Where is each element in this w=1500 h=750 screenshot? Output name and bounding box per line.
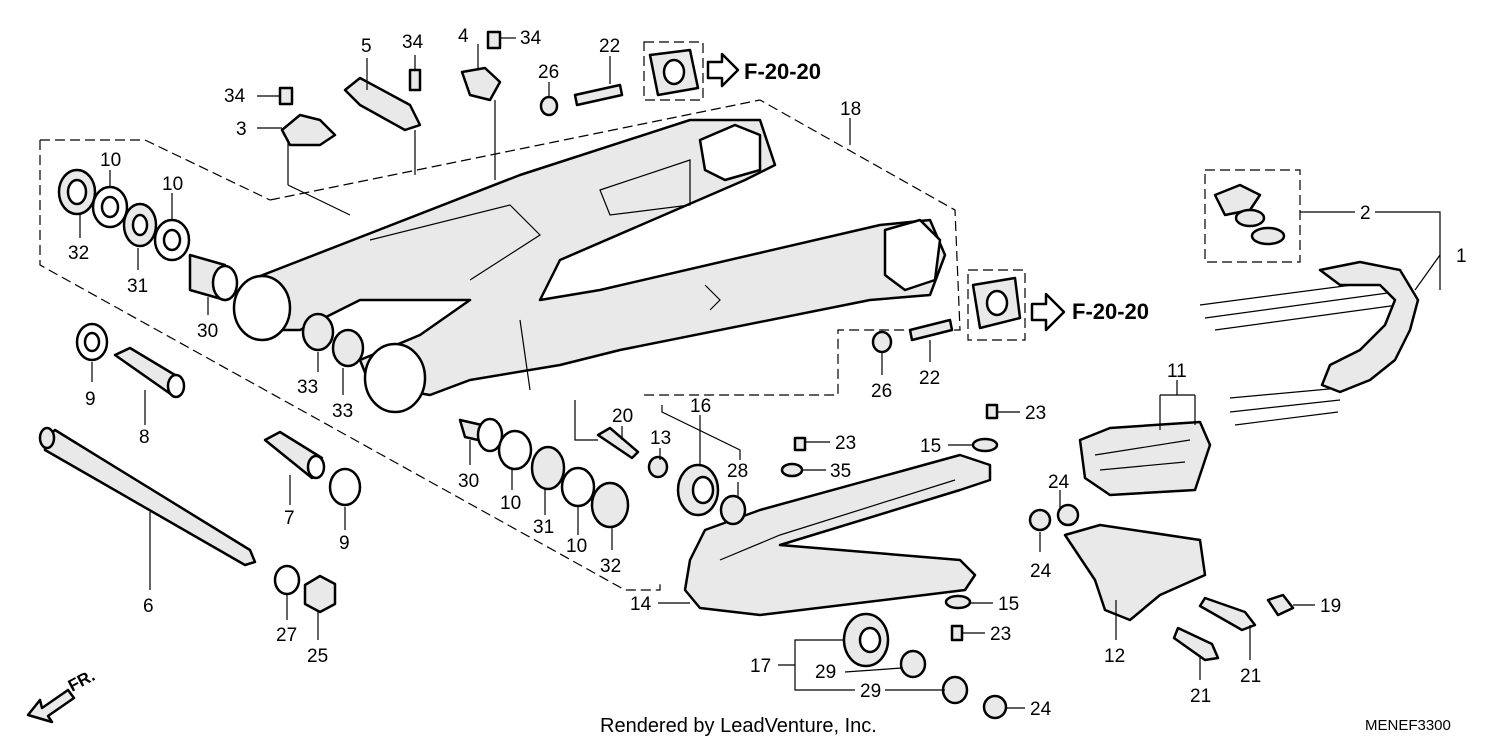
label-17: 17: [750, 656, 771, 677]
label-35: 35: [830, 461, 851, 482]
label-12: 12: [1104, 646, 1125, 667]
label-20: 20: [612, 406, 633, 427]
part-number-labels: 1 2 3 4 5 6 7 8 9 9 10 10 10 10 11 12 13…: [68, 26, 1467, 720]
label-2: 2: [1360, 203, 1371, 224]
label-24-b: 24: [1030, 561, 1052, 582]
label-10-c: 10: [500, 493, 521, 514]
label-24-a: 24: [1048, 472, 1070, 493]
label-10-d: 10: [566, 536, 587, 557]
label-31-b: 31: [533, 517, 554, 538]
label-28: 28: [727, 461, 748, 482]
label-21-b: 21: [1240, 666, 1261, 687]
label-14: 14: [630, 594, 652, 615]
label-27: 27: [276, 625, 297, 646]
swingarm[interactable]: [232, 118, 947, 414]
label-16: 16: [690, 396, 711, 417]
label-1: 1: [1456, 246, 1467, 267]
small-parts[interactable]: [57, 30, 1295, 720]
label-10-a: 10: [100, 150, 121, 171]
label-23-c: 23: [990, 624, 1011, 645]
label-15-b: 15: [998, 594, 1019, 615]
label-18: 18: [840, 99, 861, 120]
diagram-code: MENEF3300: [1365, 717, 1451, 734]
label-23-a: 23: [1025, 403, 1046, 424]
label-21-a: 21: [1190, 686, 1211, 707]
label-25: 25: [307, 646, 328, 667]
label-31-a: 31: [127, 276, 148, 297]
label-32-b: 32: [600, 556, 621, 577]
label-29-b: 29: [860, 681, 881, 702]
pivot-shaft[interactable]: [38, 426, 257, 567]
label-19: 19: [1320, 596, 1341, 617]
label-23-b: 23: [835, 433, 856, 454]
label-5: 5: [361, 36, 372, 57]
label-32-a: 32: [68, 243, 89, 264]
render-credit: Rendered by LeadVenture, Inc.: [600, 715, 877, 737]
label-24-c: 24: [1030, 699, 1052, 720]
leader-lines: [79, 37, 1441, 709]
reference-arrow-right[interactable]: F-20-20: [1030, 292, 1149, 332]
label-8: 8: [139, 427, 150, 448]
label-11: 11: [1167, 361, 1187, 382]
label-9-right: 9: [339, 533, 350, 554]
label-33-a: 33: [297, 377, 318, 398]
label-30-b: 30: [458, 471, 479, 492]
reference-label-right: F-20-20: [1072, 299, 1149, 324]
label-3: 3: [236, 119, 247, 140]
label-22-a: 22: [599, 36, 620, 57]
label-7: 7: [284, 508, 295, 529]
group-outlines: [39, 41, 1301, 591]
label-34-b: 34: [402, 32, 424, 53]
chain-guide[interactable]: [1078, 420, 1212, 497]
label-29-a: 29: [815, 662, 836, 683]
label-22-b: 22: [919, 368, 940, 389]
chain-slider[interactable]: [683, 453, 992, 617]
label-26-a: 26: [538, 62, 559, 83]
label-6: 6: [143, 596, 154, 617]
label-34-c: 34: [520, 28, 542, 49]
chain-master-link[interactable]: [1213, 183, 1286, 246]
chain-guide-plate[interactable]: [1063, 523, 1207, 622]
reference-label-top: F-20-20: [744, 59, 821, 84]
label-34-a: 34: [224, 86, 246, 107]
label-26-b: 26: [871, 381, 892, 402]
label-4: 4: [458, 26, 469, 47]
label-9-left: 9: [85, 389, 96, 410]
label-15-a: 15: [920, 436, 941, 457]
label-30-a: 30: [197, 321, 218, 342]
front-direction-indicator: FR.: [26, 666, 98, 724]
label-33-b: 33: [332, 401, 353, 422]
label-10-b: 10: [162, 174, 183, 195]
reference-arrow-top[interactable]: F-20-20: [706, 52, 821, 88]
drive-chain[interactable]: [1199, 260, 1420, 426]
label-13: 13: [650, 428, 671, 449]
